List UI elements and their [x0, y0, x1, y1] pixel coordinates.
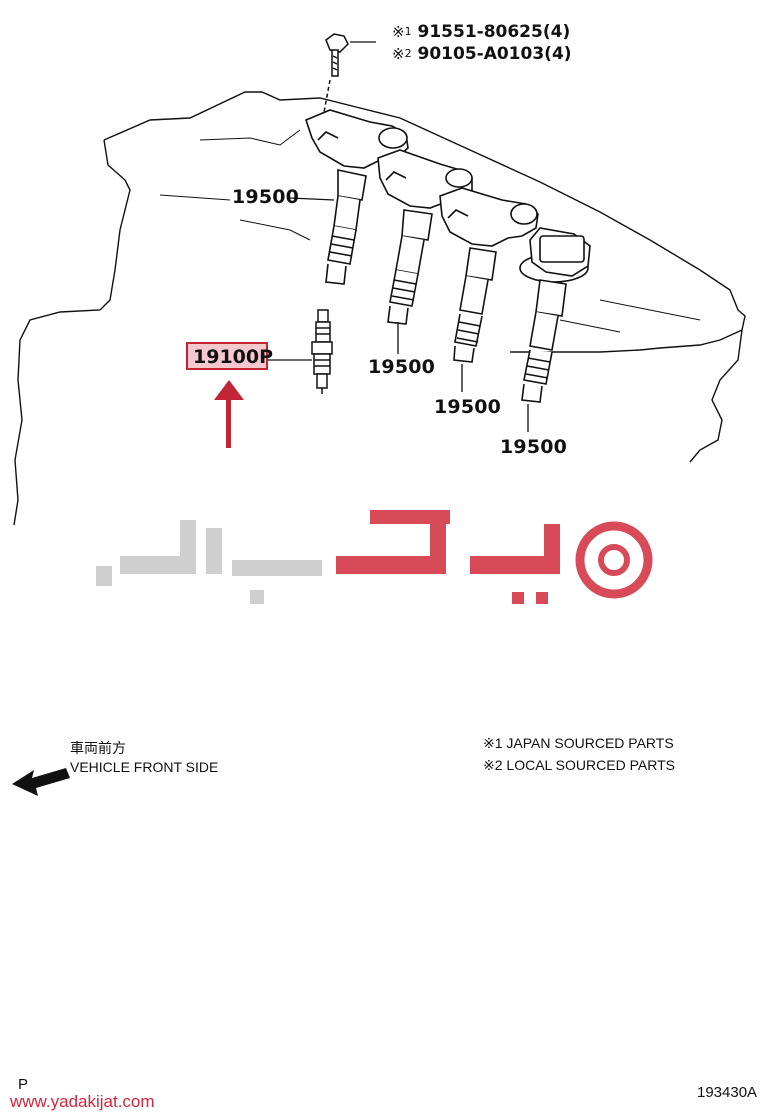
footer-left-code: P	[18, 1076, 29, 1093]
ignition-coil-1	[305, 109, 409, 285]
callout-coil-2[interactable]: 19500	[368, 356, 436, 378]
fastener-ref-1: ※1 91551-80625(4)	[392, 22, 570, 42]
vehicle-front-arrow-icon	[12, 768, 70, 796]
spark-plug-callout-box[interactable]: 19100P	[186, 342, 273, 370]
callout-spark-plug: 19100P	[193, 346, 274, 368]
highlight-arrow	[214, 380, 244, 448]
fastener-part-1: 91551-80625(4)	[417, 22, 571, 42]
fastener-sub-2: 2	[404, 47, 412, 60]
fastener-sub-1: 1	[404, 25, 412, 38]
fastener-mark-2: ※	[392, 45, 405, 63]
callout-leader-lines	[268, 197, 529, 432]
vehicle-front-label-en: VEHICLE FRONT SIDE	[70, 759, 219, 775]
fastener-mark-1: ※	[392, 23, 405, 41]
callout-coil-1[interactable]: 19500	[232, 186, 300, 208]
ignition-coil-4	[519, 227, 591, 403]
callout-coil-3[interactable]: 19500	[434, 396, 502, 418]
vehicle-front-label-jp: 車両前方	[70, 740, 126, 756]
footer-site-link[interactable]: www.yadakijat.com	[10, 1092, 155, 1111]
bolt-icon	[322, 33, 349, 119]
ignition-coil-2	[377, 149, 473, 325]
spark-plug-icon	[311, 309, 333, 394]
note-local-sourced: ※2 LOCAL SOURCED PARTS	[483, 757, 675, 773]
ignition-coil-3	[439, 187, 539, 363]
engine-head-outline	[13, 91, 746, 526]
footer-diagram-code: 193430A	[697, 1084, 758, 1101]
watermark-logo	[96, 510, 653, 604]
note-japan-sourced: ※1 JAPAN SOURCED PARTS	[483, 735, 674, 751]
callout-coil-4[interactable]: 19500	[500, 436, 568, 458]
fastener-ref-2: ※2 90105-A0103(4)	[392, 44, 572, 64]
fastener-part-2: 90105-A0103(4)	[417, 44, 572, 64]
